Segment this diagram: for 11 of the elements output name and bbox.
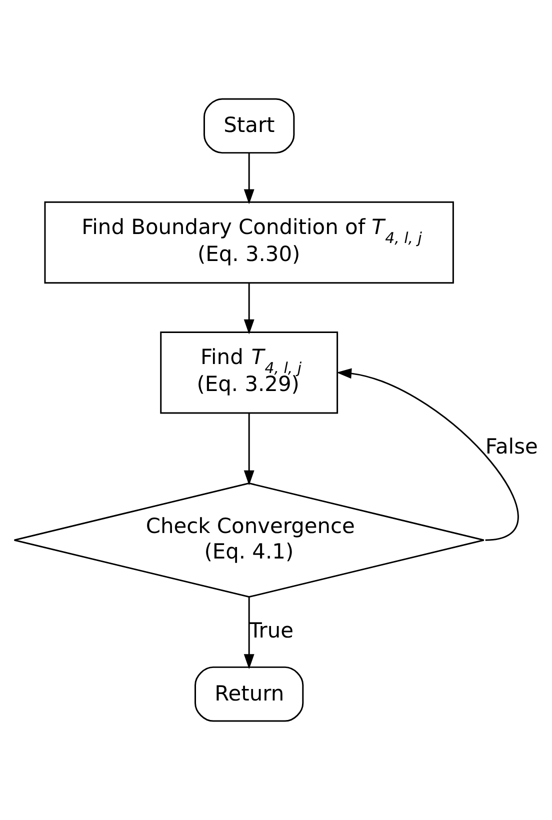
node-box: Find Boundary Condition of T$_{4, l, j}$ (Eq. 3.30)	[44, 201, 454, 284]
arrow	[244, 413, 254, 486]
arrow	[336, 368, 519, 541]
node-diamond: Check Convergence (Eq. 4.1)	[14, 482, 485, 598]
arrow	[244, 596, 254, 670]
node-box: Find T$_{4, l, j}$ (Eq. 3.29)	[160, 332, 338, 414]
arrow	[244, 153, 254, 204]
node-box: Start	[203, 98, 295, 154]
node-box: Return	[194, 666, 304, 722]
arrow	[244, 284, 254, 334]
edge-label: False	[485, 434, 538, 459]
